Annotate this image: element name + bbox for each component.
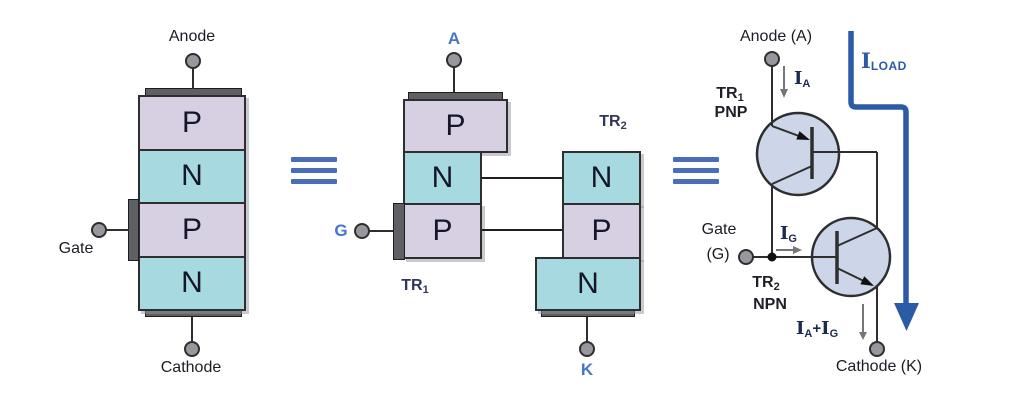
nn-pp-interconnect-wires bbox=[482, 177, 562, 231]
layer-letter: P bbox=[445, 109, 466, 142]
tr2-label: TR2 bbox=[599, 113, 627, 132]
tr1-type-label: PNP bbox=[714, 104, 748, 121]
layer-letter: P bbox=[591, 214, 612, 247]
gate-label: Gate bbox=[58, 240, 94, 257]
a-terminal-label: A bbox=[447, 29, 461, 48]
left-layer-p1: P bbox=[140, 97, 244, 149]
anode-a-label: Anode (A) bbox=[739, 28, 813, 45]
left-layer-p2: P bbox=[140, 202, 244, 256]
tr2-layer-n1: N bbox=[562, 151, 641, 205]
gate-g-label: (G) bbox=[706, 246, 730, 263]
tr1-layer-p1: P bbox=[403, 99, 508, 153]
tr2-layer-n2: N bbox=[535, 257, 641, 311]
g-terminal-label: G bbox=[334, 221, 348, 240]
tr1-emitter-arrow bbox=[796, 131, 810, 140]
load-arrow-head bbox=[894, 303, 919, 331]
tr2-layer-p: P bbox=[562, 203, 641, 259]
layer-letter: N bbox=[431, 161, 454, 194]
cathode-terminal-dot bbox=[184, 341, 200, 357]
anode-current-arrow bbox=[780, 66, 788, 98]
tr1-layer-p2: P bbox=[403, 203, 482, 259]
g-terminal-dot bbox=[354, 223, 370, 239]
tr1-body bbox=[755, 111, 841, 197]
middle-gate-electrode bbox=[393, 203, 405, 260]
layer-letter: P bbox=[181, 105, 202, 139]
cathode-k-label: Cathode (K) bbox=[835, 358, 923, 375]
gate-junction-dot bbox=[767, 252, 777, 262]
layer-letter: N bbox=[181, 266, 203, 300]
gate-terminal-dot bbox=[738, 249, 754, 265]
cathode-label: Cathode bbox=[160, 359, 222, 376]
anode-terminal-dot bbox=[764, 51, 780, 67]
left-anode-terminal bbox=[185, 53, 201, 89]
tr1-collector bbox=[771, 165, 813, 185]
a-terminal-dot bbox=[446, 52, 462, 68]
layer-letter: N bbox=[181, 159, 203, 193]
left-gate-terminal bbox=[91, 222, 129, 238]
middle-a-terminal bbox=[446, 52, 462, 92]
layer-letter: P bbox=[432, 214, 453, 247]
left-cathode-terminal bbox=[184, 317, 200, 357]
tr1-transistor-symbol bbox=[755, 51, 877, 257]
layer-letter: N bbox=[577, 267, 599, 300]
ig-current-label: IG bbox=[780, 223, 797, 245]
sum-current-label: IA+IG bbox=[796, 318, 839, 340]
layer-letter: N bbox=[590, 161, 613, 194]
left-pnpn-stack: P N P N bbox=[138, 95, 246, 311]
tr2-transistor-symbol bbox=[738, 152, 892, 357]
anode-label: Anode bbox=[168, 28, 216, 45]
tr2-emitter-arrow bbox=[860, 276, 874, 286]
gate-current-arrow bbox=[776, 246, 802, 254]
ia-current-label: IA bbox=[794, 68, 811, 90]
gate-label: Gate bbox=[701, 221, 737, 238]
tr1-label: TR1 bbox=[401, 277, 429, 296]
anode-terminal-dot bbox=[185, 53, 201, 69]
cathode-current-arrow bbox=[859, 304, 867, 340]
cathode-terminal-dot bbox=[869, 341, 885, 357]
tr2-name-label: TR2 bbox=[752, 274, 780, 293]
k-terminal-dot bbox=[579, 341, 595, 357]
iload-current-label: ILOAD bbox=[861, 48, 907, 73]
equivalence-icon bbox=[291, 157, 337, 190]
tr1-layer-n: N bbox=[403, 151, 482, 205]
left-layer-n2: N bbox=[140, 255, 244, 309]
middle-k-terminal bbox=[579, 317, 595, 357]
load-current-arrow bbox=[848, 31, 919, 331]
middle-g-terminal bbox=[354, 223, 393, 239]
left-layer-n1: N bbox=[140, 148, 244, 202]
equivalence-icon bbox=[673, 157, 719, 190]
tr1-name-label: TR1 bbox=[716, 85, 744, 104]
tr2-type-label: NPN bbox=[753, 296, 787, 313]
tr2-collector bbox=[836, 227, 878, 247]
layer-letter: P bbox=[181, 212, 202, 246]
gate-terminal-dot bbox=[91, 222, 107, 238]
k-terminal-label: K bbox=[580, 360, 594, 379]
